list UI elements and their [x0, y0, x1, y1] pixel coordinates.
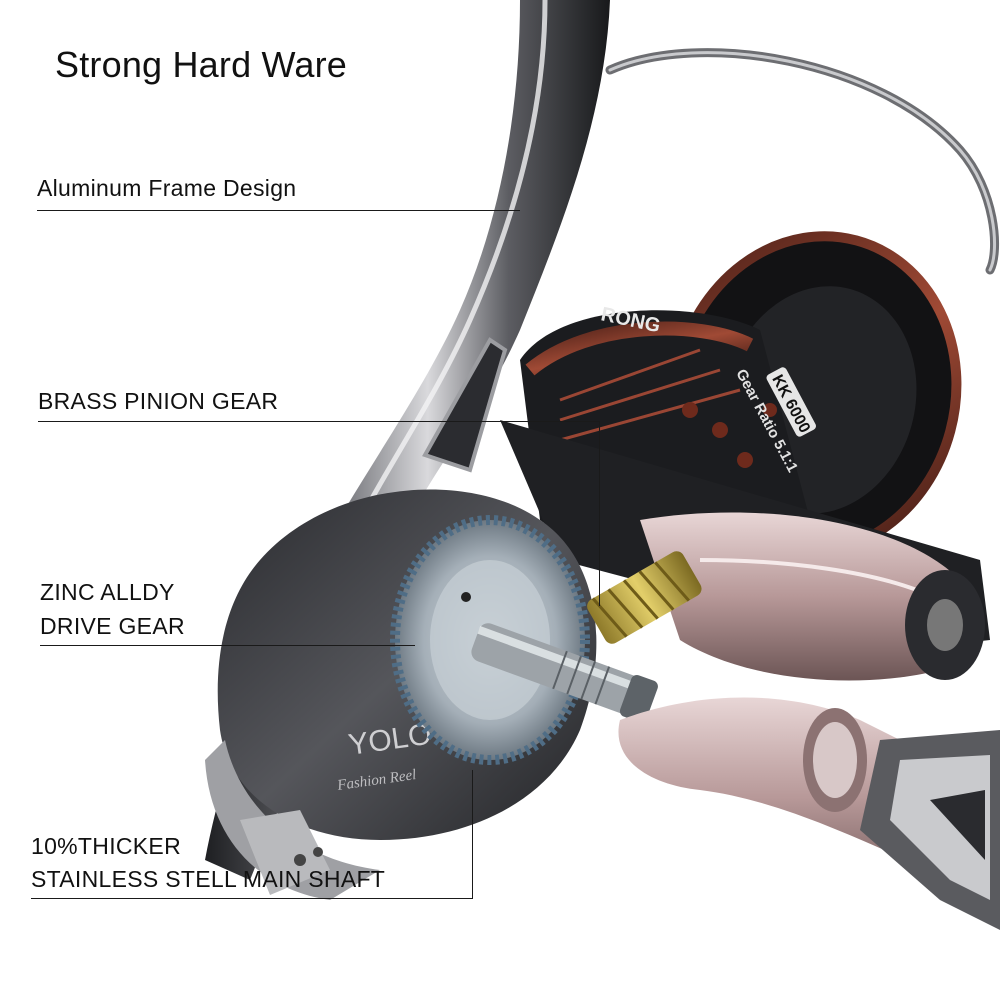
shaft-callout-riser: [472, 770, 473, 899]
drive-gear-callout-line1: ZINC ALLDY: [40, 579, 175, 605]
shaft-callout-line2: STAINLESS STELL MAIN SHAFT: [31, 866, 386, 892]
frame-callout-label: Aluminum Frame Design: [37, 175, 297, 201]
model-badge: [766, 367, 816, 437]
page-title: Strong Hard Ware: [55, 44, 347, 85]
drive-gear-callout-line2: DRIVE GEAR: [40, 613, 185, 639]
pinion-callout-drop: [599, 421, 600, 606]
pinion-callout-label: BRASS PINION GEAR: [38, 388, 279, 414]
shaft-callout-line: [31, 898, 473, 899]
shaft-callout-line1: 10%THICKER: [31, 833, 181, 859]
pinion-callout-line: [38, 421, 600, 422]
frame-callout-line: [37, 210, 520, 211]
drive-gear-callout-line: [40, 645, 415, 646]
